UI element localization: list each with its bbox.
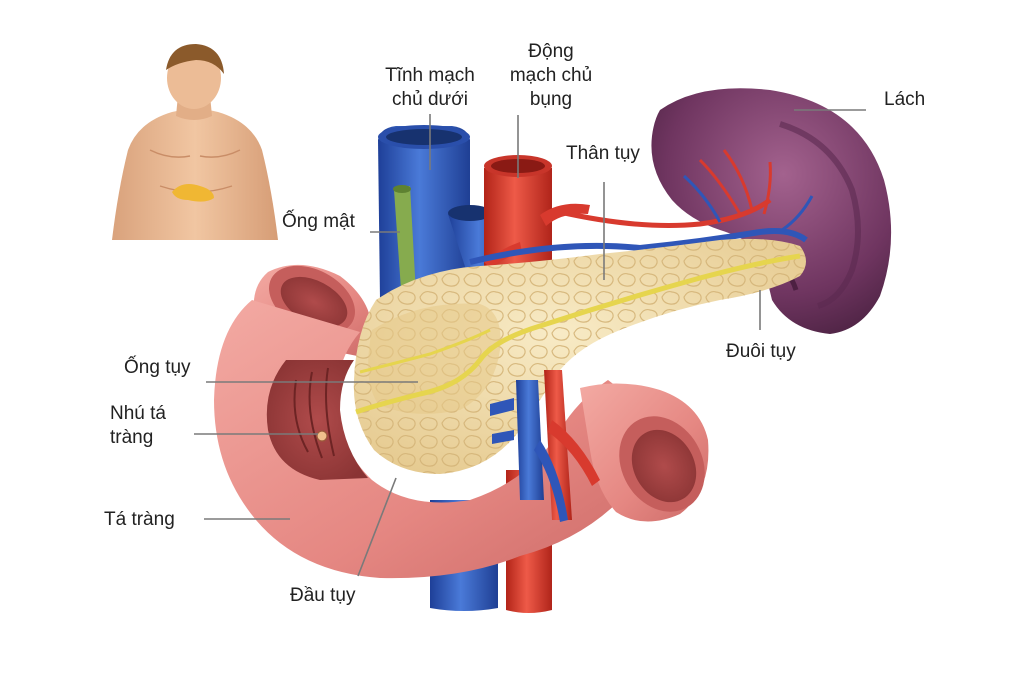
label-pancreatic-duct: Ống tụy <box>124 357 191 378</box>
label-text: tràng <box>110 427 154 448</box>
leader-dau-tuy <box>357 477 397 577</box>
label-spleen: Lách <box>884 89 926 110</box>
label-bile-duct: Ống mật <box>282 211 355 232</box>
duodenum <box>214 264 709 579</box>
label-text: mạch chủ <box>509 65 593 86</box>
label-pancreas-head: Đầu tụy <box>290 585 356 606</box>
leader-lines <box>194 109 866 577</box>
label-pancreas-body: Thân tụy <box>566 143 640 164</box>
label-duodenum: Tá tràng <box>104 509 175 530</box>
pancreas <box>353 238 806 474</box>
label-text: chủ dưới <box>392 89 468 110</box>
label-text: Nhú tá <box>110 403 166 424</box>
label-inferior-vena-cava: Tĩnh mạch chủ dưới <box>368 64 492 112</box>
label-abdominal-aorta: Động mạch chủ bụng <box>488 40 614 112</box>
splenic-vessels <box>469 149 814 265</box>
label-text: Động <box>528 41 574 62</box>
label-duodenal-papilla: Nhú tá tràng <box>110 402 166 450</box>
label-text: bụng <box>529 89 573 110</box>
mesenteric-vessels <box>490 370 600 522</box>
label-text: Tĩnh mạch <box>385 65 475 86</box>
human-figure <box>112 44 278 240</box>
label-pancreas-tail: Đuôi tụy <box>726 341 796 362</box>
pancreatic-duct <box>355 253 801 415</box>
